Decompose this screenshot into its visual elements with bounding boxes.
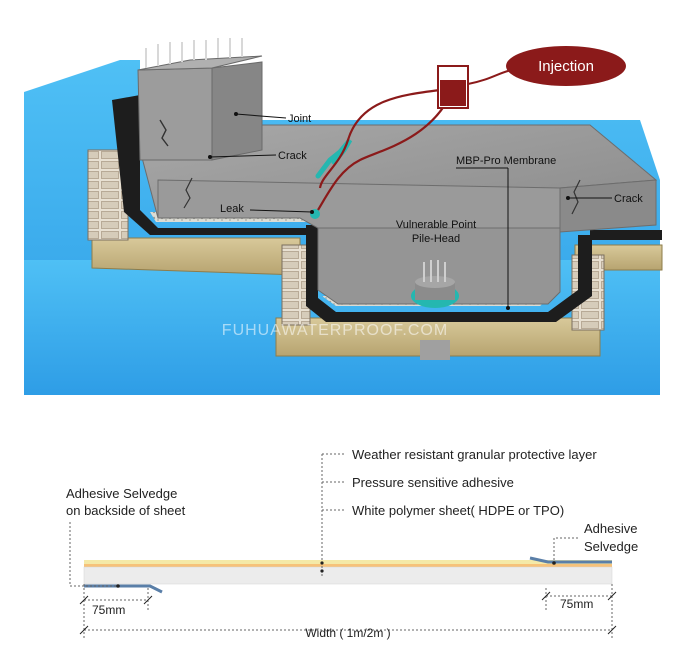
injection-hose-3 <box>467 69 513 85</box>
width-label: Width ( 1m/2m ) <box>305 626 390 640</box>
crack-left-path <box>183 177 193 209</box>
vulnerable-label-line1: Vulnerable Point <box>396 219 476 231</box>
granular-layer <box>84 560 612 564</box>
membrane-left <box>112 95 316 235</box>
rebar-group <box>145 38 243 68</box>
injection-bubble: Injection <box>506 46 626 86</box>
crack-upper-label: Crack <box>278 150 307 162</box>
crack-right-path <box>571 179 581 215</box>
injection-label: Injection <box>538 58 594 75</box>
concrete-column-side <box>211 61 263 161</box>
left-selvedge-strip <box>84 584 163 594</box>
injection-hose-2 <box>317 91 453 211</box>
right-selvedge-strip <box>529 556 612 564</box>
soil-layer-left <box>91 237 301 276</box>
dim-right-label: 75mm <box>560 597 593 611</box>
layer-label-adhesive: Pressure sensitive adhesive <box>352 475 514 490</box>
leak-label: Leak <box>220 203 244 215</box>
crack-upper-path <box>159 119 169 147</box>
injection-hose-1 <box>318 88 441 189</box>
top-diagram: Injection Joint Crack Leak MBP-Pro Membr… <box>24 38 663 395</box>
left-selvedge-line2: on backside of sheet <box>66 503 186 518</box>
adhesive-layer <box>84 564 612 567</box>
dim-left-label: 75mm <box>92 603 125 617</box>
crack-right-label: Crack <box>614 193 643 205</box>
brick-wall-pit-left <box>281 244 311 326</box>
watermark: FUHUAWATERPROOF.COM <box>222 322 448 339</box>
right-selvedge-line1: Adhesive <box>584 521 637 536</box>
membrane-right-edge <box>590 230 662 240</box>
membrane-label: MBP-Pro Membrane <box>456 155 556 167</box>
concrete-column-front <box>137 67 213 161</box>
vulnerable-label-line2: Pile-Head <box>412 233 460 245</box>
layer-label-weather: Weather resistant granular protective la… <box>352 447 597 462</box>
joint-label: Joint <box>288 113 311 125</box>
pile-head <box>411 260 459 360</box>
bottom-diagram: Weather resistant granular protective la… <box>66 447 638 640</box>
membrane-pit <box>306 225 592 322</box>
right-selvedge-line2: Selvedge <box>584 539 638 554</box>
left-selvedge-line1: Adhesive Selvedge <box>66 486 177 501</box>
layer-label-sheet: White polymer sheet( HDPE or TPO) <box>352 503 564 518</box>
polymer-sheet <box>83 566 613 585</box>
injection-container <box>437 65 469 109</box>
concrete-slab-right <box>559 179 657 233</box>
concrete-column-top <box>137 55 263 71</box>
